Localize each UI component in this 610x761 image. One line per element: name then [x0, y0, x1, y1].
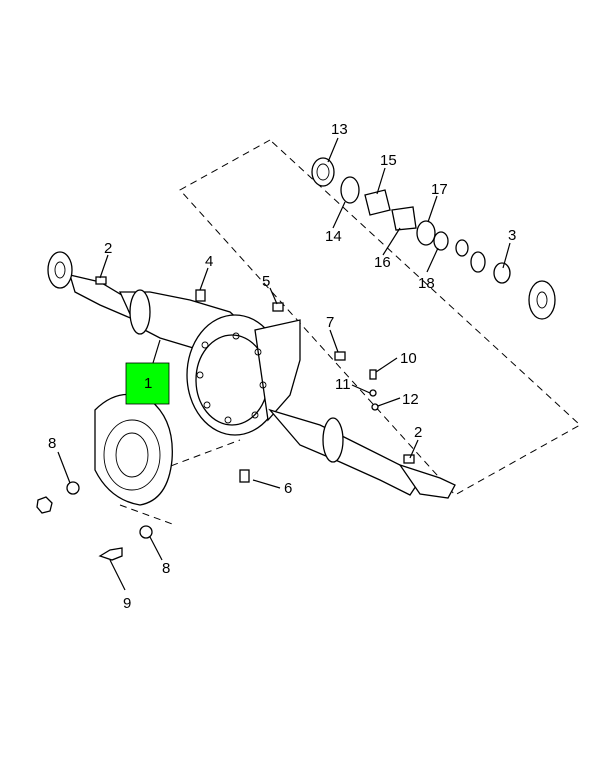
callout-3[interactable]: 3	[508, 227, 516, 244]
callout-11[interactable]: 11	[335, 376, 351, 393]
callout-10[interactable]: 10	[400, 350, 417, 367]
callout-7[interactable]: 7	[326, 314, 334, 331]
callout-4[interactable]: 4	[205, 253, 213, 270]
callout-8-bottom[interactable]: 8	[162, 560, 170, 577]
axle-housing	[69, 274, 456, 499]
callout-9[interactable]: 9	[123, 595, 131, 612]
explosion-boundary	[119, 139, 581, 526]
callout-13[interactable]: 13	[331, 121, 348, 138]
callout-15[interactable]: 15	[380, 152, 397, 169]
fasteners	[36, 276, 415, 561]
callout-18[interactable]: 18	[418, 275, 435, 292]
callout-16[interactable]: 16	[374, 254, 391, 271]
callout-6[interactable]: 6	[284, 480, 292, 497]
pinion-parts	[311, 157, 511, 284]
callouts: 1 2 2 3 4 5 6 7 8 8 9 10 11 12 13 14 15 …	[48, 121, 516, 612]
callout-5[interactable]: 5	[262, 273, 270, 290]
callout-17[interactable]: 17	[431, 181, 448, 198]
carrier-cover	[94, 393, 173, 506]
callout-1-highlight	[125, 362, 170, 405]
left-axle-end	[47, 251, 73, 289]
callout-12[interactable]: 12	[402, 391, 419, 408]
callout-2-left[interactable]: 2	[104, 240, 112, 257]
callout-2-right[interactable]: 2	[414, 424, 422, 441]
callout-8-left[interactable]: 8	[48, 435, 56, 452]
callout-14[interactable]: 14	[325, 228, 342, 245]
leader-lines	[57, 137, 511, 591]
callout-1[interactable]: 1	[144, 375, 152, 392]
right-axle-end-flange	[528, 280, 556, 320]
